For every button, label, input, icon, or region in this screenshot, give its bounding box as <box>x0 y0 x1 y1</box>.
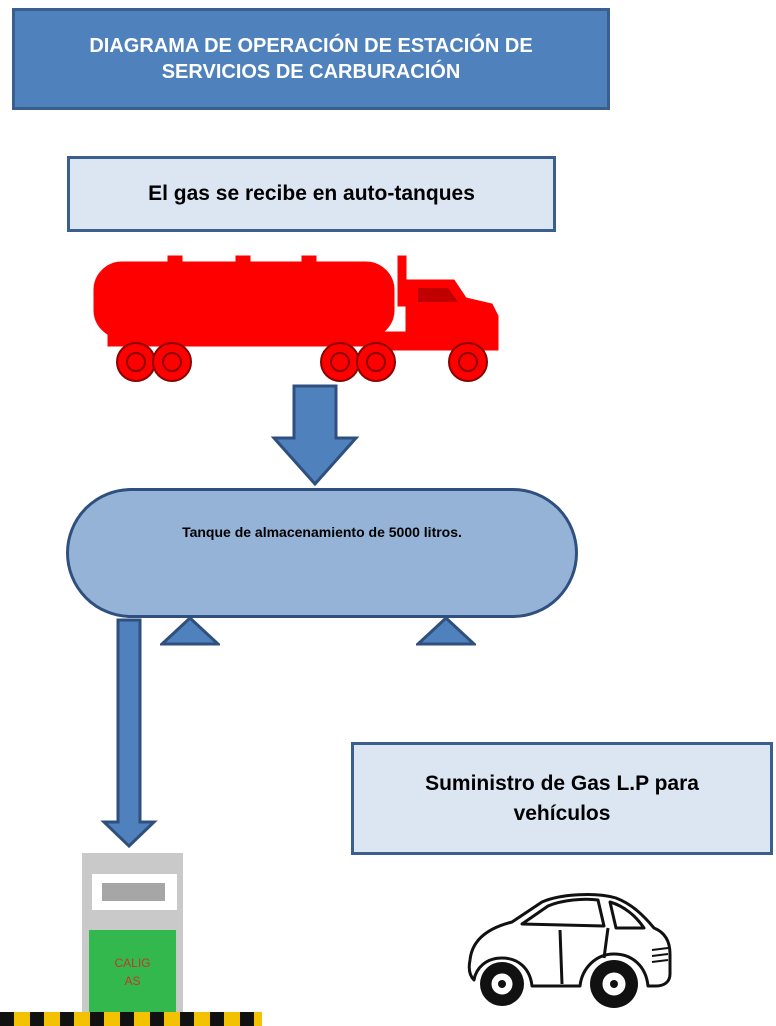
supply-step-label: Suministro de Gas L.P para vehículos <box>425 771 699 825</box>
reception-step-label: El gas se recibe en auto-tanques <box>148 182 475 205</box>
diagram-title-box: DIAGRAMA DE OPERACIÓN DE ESTACIÓN DE SER… <box>12 8 610 110</box>
tanker-truck-icon <box>93 255 499 382</box>
reception-step-box: El gas se recibe en auto-tanques <box>67 156 556 232</box>
storage-tank-label: Tanque de almacenamiento de 5000 litros. <box>182 524 462 540</box>
diagram-title: DIAGRAMA DE OPERACIÓN DE ESTACIÓN DE SER… <box>89 35 533 83</box>
dispenser-display <box>102 883 165 901</box>
down-arrow-icon <box>100 618 158 849</box>
down-arrow-icon <box>270 384 360 487</box>
tank-support-right <box>416 616 476 646</box>
supply-step-box: Suministro de Gas L.P para vehículos <box>351 742 773 855</box>
dispenser-panel: CALIGAS <box>89 930 176 1013</box>
tank-support-left <box>160 616 220 646</box>
car-icon <box>467 893 672 1008</box>
hazard-stripe <box>0 1012 262 1026</box>
storage-tank <box>66 488 578 618</box>
dispenser-brand-label: CALIGAS <box>114 955 151 988</box>
